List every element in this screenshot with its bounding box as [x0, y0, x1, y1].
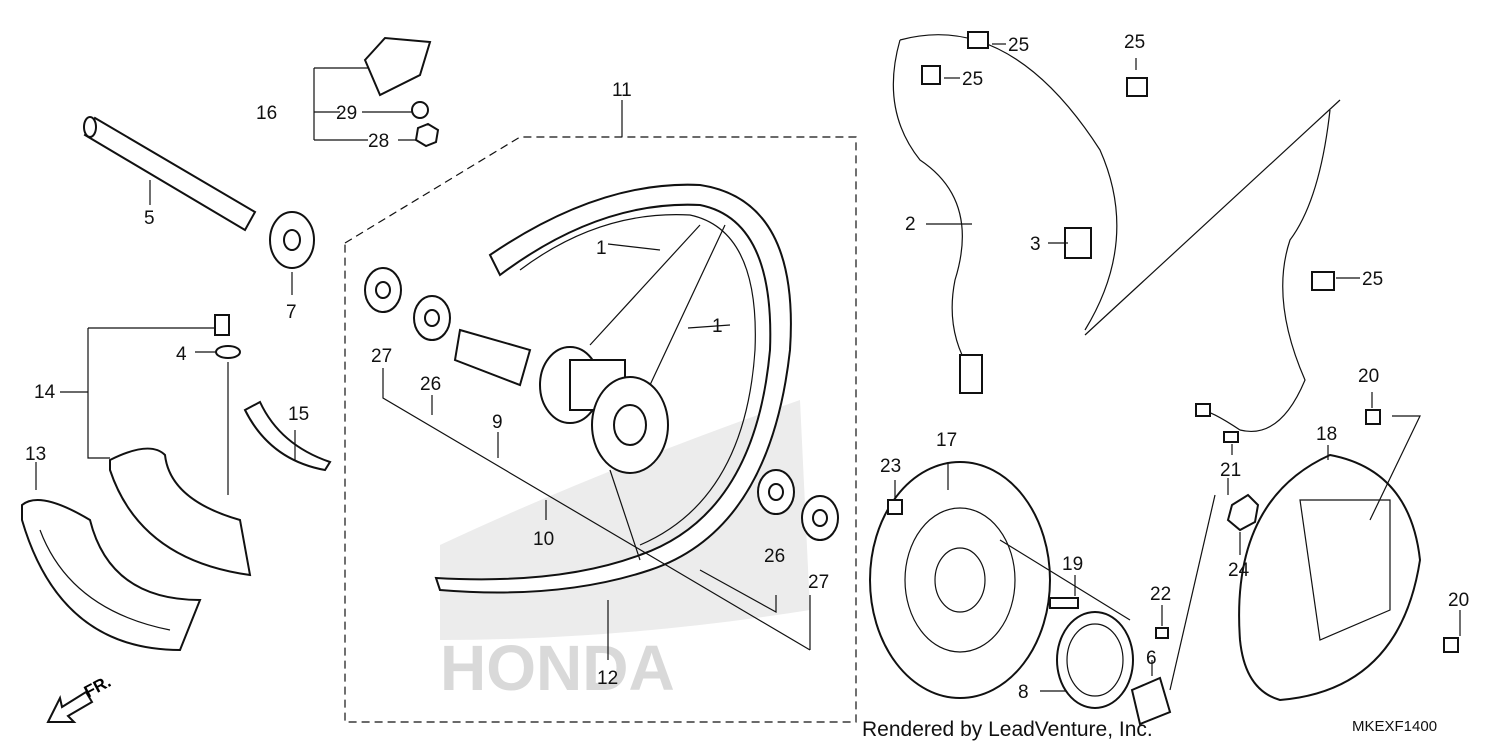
callout-26: 26	[764, 546, 785, 567]
callout-10: 10	[533, 529, 554, 550]
diagram-code: MKEXF1400	[1352, 718, 1438, 735]
front-direction-arrow: FR.	[46, 672, 114, 723]
side-collar	[1130, 676, 1172, 726]
callout-28: 28	[368, 131, 389, 152]
brake-disc	[869, 461, 1051, 699]
callout-1: 1	[596, 238, 607, 259]
callout-20: 20	[1448, 590, 1469, 611]
speed-sensor-cable	[892, 31, 1335, 394]
leader-lines	[35, 43, 1461, 692]
callout-13: 13	[25, 444, 46, 465]
callout-3: 3	[1030, 234, 1041, 255]
callout-1: 1	[712, 316, 723, 337]
bolts	[887, 409, 1459, 653]
callout-23: 23	[880, 456, 901, 477]
wheel-hub	[539, 224, 726, 561]
cable-guide	[363, 36, 440, 148]
callout-20: 20	[1358, 366, 1379, 387]
flange-nut	[1226, 493, 1260, 532]
callout-19: 19	[1062, 554, 1083, 575]
callout-29: 29	[336, 103, 357, 124]
callout-25: 25	[1362, 269, 1383, 290]
axle-collar	[269, 211, 315, 269]
callout-25: 25	[1124, 32, 1145, 53]
callout-8: 8	[1018, 682, 1029, 703]
callout-6: 6	[1146, 648, 1157, 669]
callout-26: 26	[420, 374, 441, 395]
callout-22: 22	[1150, 584, 1171, 605]
honda-watermark: HONDA	[440, 632, 675, 704]
callout-5: 5	[144, 208, 155, 229]
sensor-cable-right	[1084, 99, 1341, 432]
callout-12: 12	[597, 668, 618, 689]
callouts: 1 1 2 3 4 5 6 7 8 9 10 11 12 13 14 15 16…	[25, 32, 1469, 703]
callout-18: 18	[1316, 424, 1337, 445]
render-credit: Rendered by LeadVenture, Inc.	[862, 718, 1153, 741]
callout-25: 25	[962, 69, 983, 90]
callout-2: 2	[905, 214, 916, 235]
pulser-ring	[1056, 611, 1134, 709]
callout-7: 7	[286, 302, 297, 323]
callout-11: 11	[612, 80, 632, 101]
callout-27: 27	[371, 346, 392, 367]
callout-4: 4	[176, 344, 187, 365]
wheel-rim	[434, 183, 792, 594]
disc-cover	[1238, 453, 1422, 702]
wheel-assembly-box	[344, 136, 857, 723]
bearings	[364, 267, 839, 541]
rim-band	[243, 400, 332, 472]
axle	[83, 116, 257, 232]
callout-17: 17	[936, 430, 957, 451]
callout-15: 15	[288, 404, 309, 425]
callout-14: 14	[34, 382, 56, 403]
callout-16: 16	[256, 103, 277, 124]
callout-27: 27	[808, 572, 829, 593]
callout-9: 9	[492, 412, 503, 433]
callout-24: 24	[1228, 560, 1250, 581]
inner-tube	[109, 314, 252, 577]
tire	[21, 499, 202, 652]
callout-25: 25	[1008, 35, 1029, 56]
callout-21: 21	[1220, 460, 1241, 481]
